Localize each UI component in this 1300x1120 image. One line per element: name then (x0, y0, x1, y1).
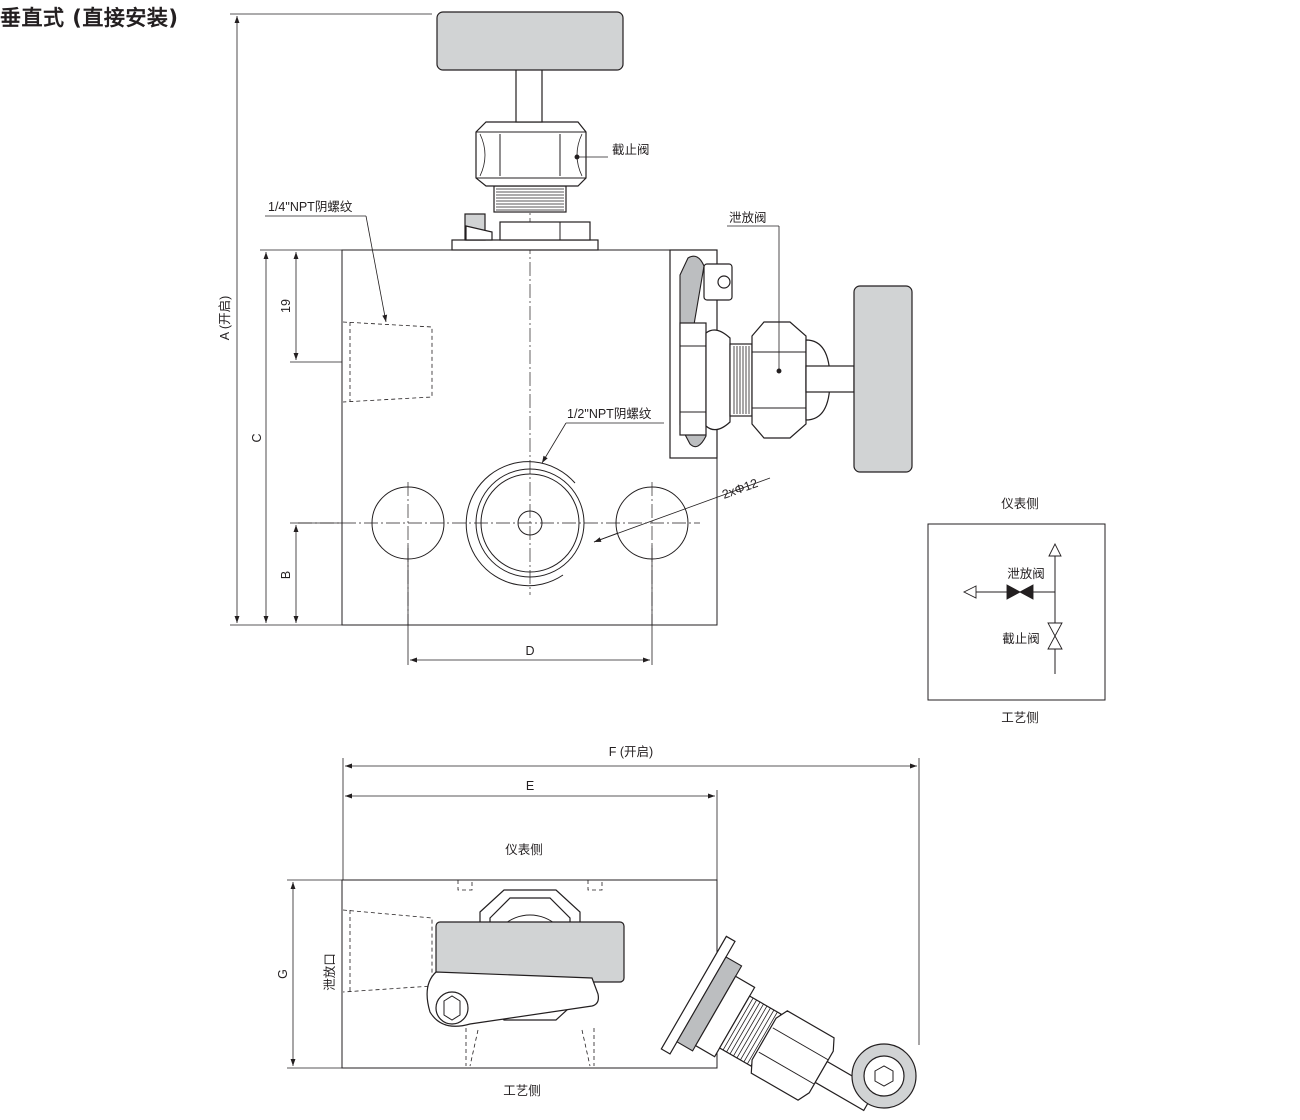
stop-valve-assembly (436, 11, 624, 251)
vent-port-label: 泄放口 (322, 953, 337, 991)
top-instrument-side: 仪表侧 (505, 843, 543, 857)
manifold-body (341, 249, 718, 626)
quarter-npt-callout: 1/4"NPT阴螺纹 (265, 200, 388, 323)
dimension-c-label: C (250, 433, 264, 442)
dimension-19: 19 (279, 252, 342, 363)
dimension-e: E (345, 779, 718, 880)
top-stop-valve (426, 889, 625, 1027)
dimension-a: A (开启) (218, 13, 432, 626)
quarter-npt-label: 1/4"NPT阴螺纹 (268, 200, 353, 214)
dimension-c: C (250, 249, 342, 623)
mounting-hole-left (371, 482, 445, 625)
mounting-hole-right (615, 482, 689, 625)
vent-port-hidden (342, 909, 433, 993)
half-npt-callout: 1/2"NPT阴螺纹 (541, 407, 664, 464)
vent-valve-label: 泄放阀 (729, 210, 767, 225)
page-title: 垂直式 (直接安装) (0, 6, 179, 30)
top-vent-handle (851, 1043, 917, 1109)
stop-valve-label: 截止阀 (612, 143, 650, 157)
dimension-19-label: 19 (279, 299, 293, 313)
schematic-stop-valve: 截止阀 (1002, 632, 1040, 646)
dimension-d: D (407, 545, 653, 665)
flow-schematic: 仪表侧 泄放阀 截止阀 工艺侧 (927, 497, 1106, 725)
hole-diameter-label: 2xΦ12 (720, 476, 760, 502)
dimension-b: B (279, 522, 342, 623)
schematic-process-side: 工艺侧 (1001, 711, 1039, 725)
dimension-d-label: D (525, 644, 534, 658)
dimension-g: G (276, 879, 342, 1069)
dimension-g-label: G (276, 969, 290, 979)
schematic-vent-valve: 泄放阀 (1007, 566, 1045, 581)
half-npt-label: 1/2"NPT阴螺纹 (567, 407, 652, 421)
half-npt-port (465, 461, 585, 587)
vent-valve-assembly (669, 249, 913, 473)
schematic-instrument-side: 仪表侧 (1001, 497, 1039, 511)
top-vent-valve (660, 935, 877, 1112)
dimension-b-label: B (279, 571, 293, 579)
hole-diameter-callout: 2xΦ12 (593, 476, 771, 543)
vent-valve-callout: 泄放阀 (727, 210, 780, 371)
top-process-side: 工艺侧 (503, 1084, 541, 1098)
dimension-f-label: F (开启) (609, 745, 653, 759)
quarter-npt-port (342, 321, 433, 403)
dimension-a-label: A (开启) (218, 296, 232, 340)
stop-valve-callout: 截止阀 (577, 143, 650, 158)
dimension-e-label: E (526, 779, 534, 793)
dimension-f: F (开启) (342, 745, 920, 1045)
top-view: F (开启) E 仪表侧 G 泄放口 (276, 745, 920, 1112)
front-view: A (开启) C 19 B D (218, 11, 913, 665)
